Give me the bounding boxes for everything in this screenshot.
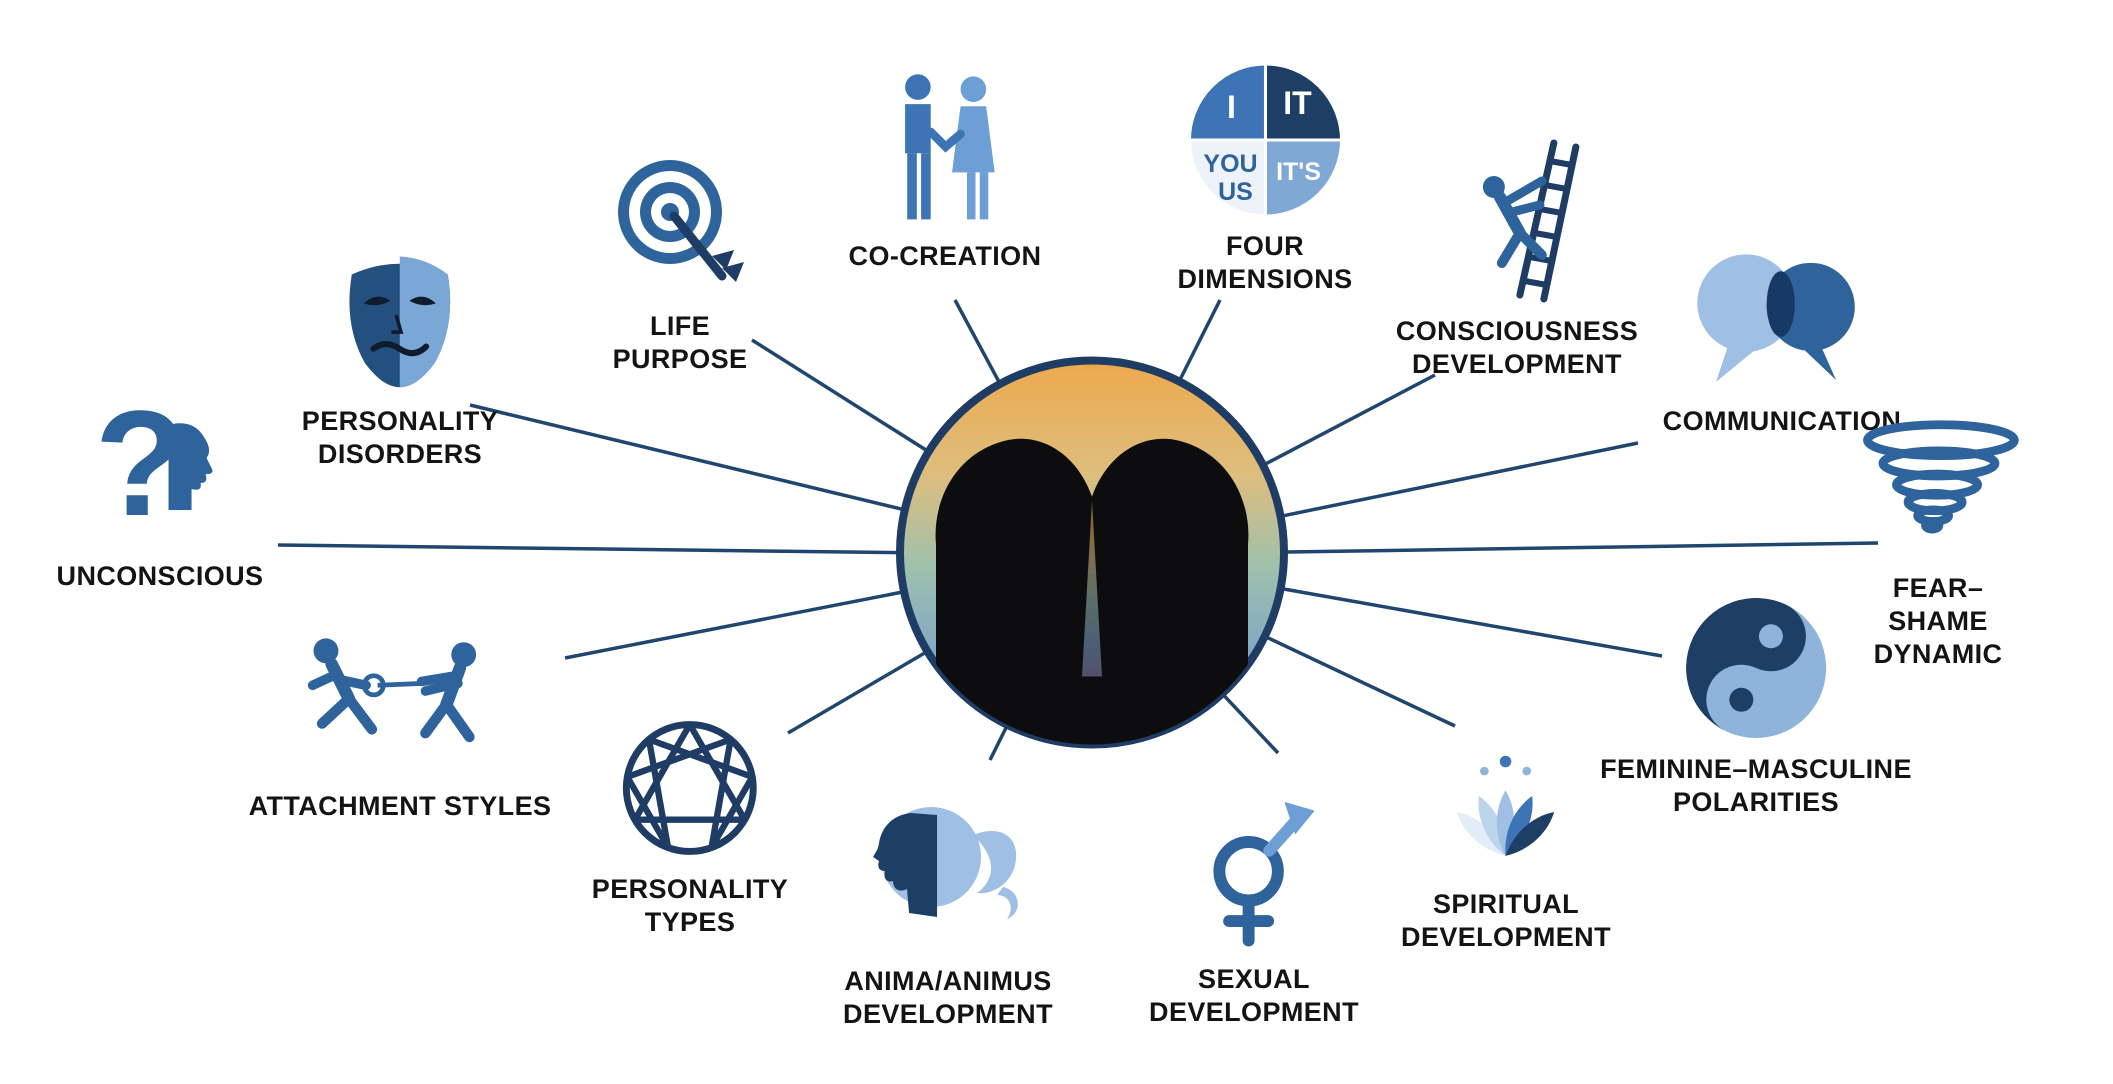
node-spiritual-development: SPIRITUAL DEVELOPMENT bbox=[1401, 748, 1611, 954]
node-label: PERSONALITY DISORDERS bbox=[301, 406, 499, 469]
node-anima-animus-development: ANIMA/ANIMUS DEVELOPMENT bbox=[843, 795, 1053, 1031]
quadrant-i-label: I bbox=[1227, 89, 1236, 125]
node-label: PERSONALITY TYPES bbox=[591, 874, 789, 937]
target-dart-icon bbox=[618, 160, 744, 282]
node-label: COMMUNICATION bbox=[1662, 406, 1902, 436]
node-sexual-development: SEXUAL DEVELOPMENT bbox=[1149, 783, 1359, 1029]
couple-holding-hands-icon bbox=[905, 74, 996, 220]
mask-icon bbox=[349, 256, 451, 388]
node-fear-shame-dynamic: FEAR–SHAME DYNAMIC bbox=[1851, 417, 2026, 671]
center-hub bbox=[892, 353, 1292, 758]
yin-yang-icon bbox=[1686, 598, 1826, 738]
node-four-dimensions: I IT YOU US IT'S FOUR DIMENSIONS bbox=[1177, 60, 1352, 296]
node-personality-disorders: PERSONALITY DISORDERS bbox=[302, 250, 498, 471]
node-label: FEAR–SHAME DYNAMIC bbox=[1873, 573, 2003, 669]
gender-symbols-icon bbox=[1213, 801, 1315, 947]
node-label: ATTACHMENT STYLES bbox=[248, 791, 552, 821]
lotus-icon bbox=[1457, 755, 1555, 856]
node-label: SEXUAL DEVELOPMENT bbox=[1149, 964, 1359, 1027]
four-quadrant-circle-icon: I IT YOU US IT'S bbox=[1187, 62, 1343, 218]
anima-animus-profiles-icon bbox=[872, 807, 1018, 919]
couple-heart-sunset-icon bbox=[896, 356, 1288, 749]
node-consciousness-development: CONSCIOUSNESS DEVELOPMENT bbox=[1396, 135, 1638, 381]
enneagram-icon bbox=[623, 721, 757, 855]
node-label: FOUR DIMENSIONS bbox=[1177, 231, 1353, 294]
node-label: ANIMA/ANIMUS DEVELOPMENT bbox=[843, 966, 1053, 1029]
tug-of-war-figures-icon bbox=[308, 638, 477, 743]
quadrant-its-label: IT'S bbox=[1276, 158, 1321, 186]
node-unconscious: ? UNCONSCIOUS bbox=[57, 390, 264, 593]
node-label: SPIRITUAL DEVELOPMENT bbox=[1401, 889, 1611, 952]
node-attachment-styles: ATTACHMENT STYLES bbox=[249, 625, 552, 823]
quadrant-you-label: YOU bbox=[1203, 150, 1257, 178]
node-label: LIFE PURPOSE bbox=[612, 311, 748, 374]
node-life-purpose: LIFE PURPOSE bbox=[600, 150, 760, 376]
node-label: UNCONSCIOUS bbox=[56, 561, 264, 591]
node-co-creation: CO-CREATION bbox=[849, 70, 1042, 273]
node-personality-types: PERSONALITY TYPES bbox=[592, 713, 788, 939]
quadrant-us-label: US bbox=[1218, 178, 1253, 206]
ladder-climb-icon bbox=[1482, 139, 1579, 303]
speech-bubbles-icon bbox=[1697, 254, 1856, 382]
node-feminine-masculine-polarities: FEMININE–MASCULINE POLARITIES bbox=[1600, 593, 1912, 819]
node-label: CO-CREATION bbox=[848, 241, 1042, 271]
node-communication: COMMUNICATION bbox=[1663, 245, 1902, 438]
question-profile-icon: ? bbox=[95, 390, 213, 547]
node-label: CONSCIOUSNESS DEVELOPMENT bbox=[1395, 316, 1639, 379]
node-label: FEMININE–MASCULINE POLARITIES bbox=[1600, 754, 1912, 817]
spiral-icon bbox=[1863, 420, 2019, 534]
quadrant-it-label: IT bbox=[1283, 85, 1312, 121]
